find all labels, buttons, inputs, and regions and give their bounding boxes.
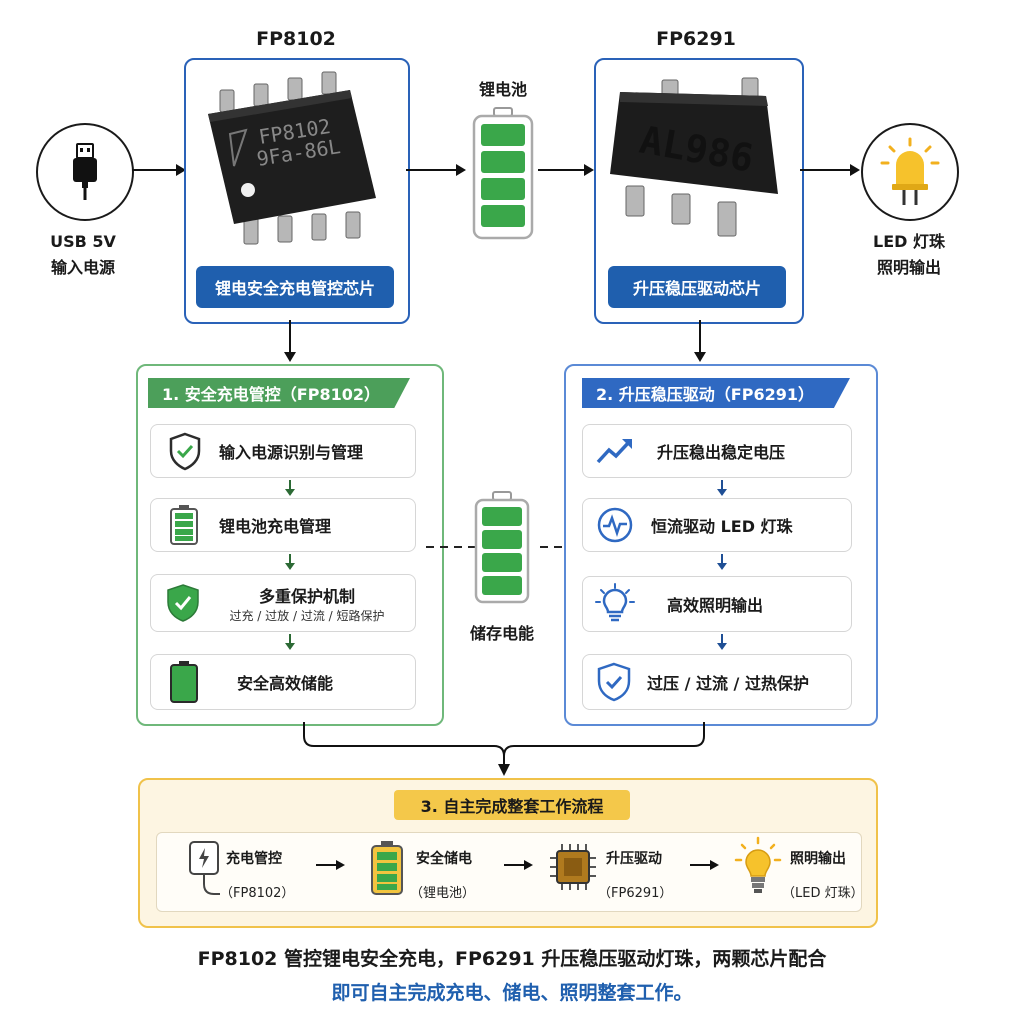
boost-drive-panel-title: 2. 升压稳压驱动（FP6291） (582, 378, 850, 408)
right-step-arrow-1 (717, 480, 727, 496)
step-arrow-3 (690, 860, 719, 870)
led-bulb-icon (880, 137, 940, 205)
fp6291-sot23-chip-icon: AL986 (610, 77, 778, 237)
arrow-fp6291-down (694, 320, 706, 362)
right-step-arrow-2 (717, 554, 727, 570)
summary-line-2: 即可自主完成充电、储电、照明整套工作。 (331, 982, 693, 1004)
left-step-arrow-1 (285, 480, 295, 496)
step-2-sub: （锂电池） (410, 886, 476, 901)
fp8102-soic-chip-icon: FP8102 9Fa-86L (208, 71, 376, 245)
usb-input-label: USB 5V 输入电源 (20, 229, 146, 281)
step-4-main: 照明输出 (790, 851, 846, 867)
usb-input-node (36, 123, 134, 221)
arrow-usb-to-fp8102 (132, 164, 186, 176)
led-label-line1: LED 灯珠 (873, 232, 945, 251)
dash-left-storage (426, 546, 478, 548)
workflow-title: 3. 自主完成整套工作流程 (394, 790, 630, 820)
right-item-constant-current: 恒流驱动 LED 灯珠 (582, 498, 852, 552)
step-arrow-1 (316, 860, 345, 870)
storage-label: 储存电能 (469, 624, 534, 643)
right-item-2-text: 恒流驱动 LED 灯珠 (651, 517, 793, 536)
shield-check-blue-icon (597, 662, 631, 702)
usb-plug-icon (73, 143, 97, 200)
led-label-line2: 照明输出 (876, 258, 941, 277)
led-output-label: LED 灯珠 照明输出 (846, 229, 972, 281)
left-item-2-text: 锂电池充电管理 (219, 517, 332, 536)
shield-check-outline-icon (169, 432, 201, 471)
usb-label-line2: 输入电源 (50, 258, 115, 277)
step-arrow-2 (504, 860, 533, 870)
battery-icon-top (472, 107, 534, 240)
battery-label: 锂电池 (478, 80, 527, 99)
left-item-3-sub: 过充 / 过放 / 过流 / 短路保护 (229, 608, 385, 623)
step-3-main: 升压驱动 (606, 851, 662, 867)
arrow-fp8102-down (284, 320, 296, 362)
step-4-sub: （LED 灯珠） (782, 886, 864, 901)
summary-line-1: FP8102 管控锂电安全充电，FP6291 升压稳压驱动灯珠，两颗芯片配合 (197, 948, 827, 970)
right-item-boost-voltage: 升压稳出稳定电压 (582, 424, 852, 478)
shield-check-filled-icon (167, 584, 199, 622)
arrow-fp6291-to-led (800, 164, 860, 176)
step-1-main: 充电管控 (226, 851, 282, 867)
microchip-icon (550, 844, 596, 890)
step-2-main: 安全储电 (416, 851, 472, 867)
left-item-efficient-storage: 安全高效储能 (150, 654, 416, 710)
left-item-1-text: 输入电源识别与管理 (219, 443, 364, 462)
pulse-wave-icon (597, 507, 633, 543)
fp6291-title: FP6291 (656, 28, 736, 50)
arrow-battery-to-fp6291 (538, 164, 594, 176)
left-item-battery-charge: 锂电池充电管理 (150, 498, 416, 552)
charger-plug-icon (189, 841, 220, 895)
left-item-3-content: 多重保护机制 过充 / 过放 / 过流 / 短路保护 (207, 583, 407, 624)
left-item-protection: 多重保护机制 过充 / 过放 / 过流 / 短路保护 (150, 574, 416, 632)
yellow-bulb-icon (734, 836, 782, 893)
left-step-arrow-3 (285, 634, 295, 650)
battery-full-icon (170, 661, 198, 703)
usb-label-line1: USB 5V (50, 232, 116, 251)
right-item-efficient-lighting: 高效照明输出 (582, 576, 852, 632)
battery-small-icon (170, 505, 198, 545)
light-bulb-outline-icon (595, 583, 635, 622)
arrow-fp8102-to-battery (406, 164, 466, 176)
battery-yellow-icon (371, 841, 403, 895)
battery-icon-storage (474, 491, 530, 604)
right-item-1-text: 升压稳出稳定电压 (657, 443, 786, 462)
left-item-3-text: 多重保护机制 (258, 586, 355, 606)
right-item-3-text: 高效照明输出 (667, 596, 764, 615)
left-item-input-power: 输入电源识别与管理 (150, 424, 416, 478)
step-1-sub: （FP8102） (220, 886, 295, 901)
left-item-4-text: 安全高效储能 (237, 674, 334, 693)
trend-up-icon (596, 439, 632, 464)
right-step-arrow-3 (717, 634, 727, 650)
led-output-node (861, 123, 959, 221)
merge-connector (303, 722, 705, 776)
right-item-protection: 过压 / 过流 / 过热保护 (582, 654, 852, 710)
safe-charging-panel-title: 1. 安全充电管控（FP8102） (148, 378, 410, 408)
left-step-arrow-2 (285, 554, 295, 570)
right-item-4-text: 过压 / 过流 / 过热保护 (647, 674, 809, 693)
fp8102-title: FP8102 (256, 28, 336, 50)
workflow-steps-box (156, 832, 862, 912)
fp6291-function-label: 升压稳压驱动芯片 (608, 266, 786, 308)
step-3-sub: （FP6291） (598, 886, 673, 901)
fp8102-function-label: 锂电安全充电管控芯片 (196, 266, 394, 308)
